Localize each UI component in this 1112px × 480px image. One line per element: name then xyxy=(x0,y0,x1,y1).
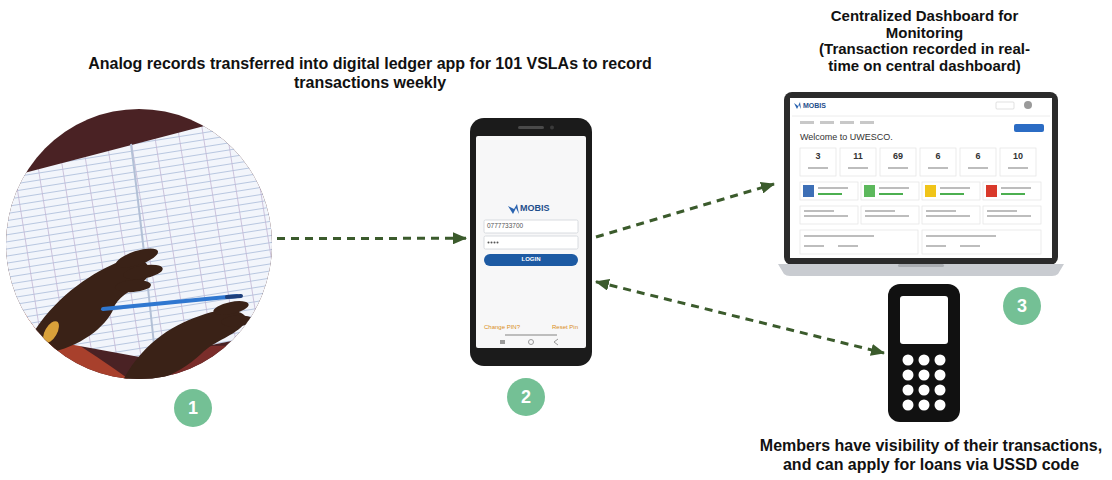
callout-number: 2 xyxy=(507,378,545,416)
callout-number: 3 xyxy=(1003,287,1041,325)
stat-number: 6 xyxy=(920,151,956,161)
link-text: Change PIN? xyxy=(484,324,529,331)
dashboard-node: Centralized Dashboard for Monitoring(Tra… xyxy=(778,92,1064,276)
screen-text: Welcome to UWESCO. xyxy=(800,132,950,142)
heading-text: Centralized Dashboard for Monitoring xyxy=(812,8,1037,41)
heading-text: Analog records transferred into digital … xyxy=(70,54,670,92)
input-text: 0777733700 xyxy=(487,222,567,229)
laptop-dashboard xyxy=(778,92,1064,276)
heading-text: (Transaction recorded in real-time on ce… xyxy=(812,41,1037,74)
dashed-arrow xyxy=(596,282,884,353)
logo-text: MOBIS xyxy=(520,203,570,213)
mobile-app-node: MOBIS 0777733700LOGIN Change PIN? Reset Pin xyxy=(470,118,592,366)
callout-number: 1 xyxy=(174,389,212,427)
stat-number: 10 xyxy=(1000,151,1036,161)
dashed-arrow xyxy=(277,237,466,240)
caption-text: Members have visibility of their transac… xyxy=(756,436,1106,474)
stat-number: 69 xyxy=(880,151,916,161)
ledger-photo-content xyxy=(5,108,273,380)
ledger-node: Analog records transferred into digital … xyxy=(5,108,273,380)
feature-phone xyxy=(888,284,960,422)
stat-number: 6 xyxy=(960,151,996,161)
stat-number: 11 xyxy=(840,151,876,161)
logo-text: MOBIS xyxy=(803,102,843,110)
dashed-arrow xyxy=(596,184,774,237)
ledger-photo xyxy=(5,108,273,380)
stat-number: 3 xyxy=(800,151,836,161)
link-text: Reset Pin xyxy=(540,324,578,331)
feature-phone-node: Members have visibility of their transac… xyxy=(888,284,960,422)
button-text: LOGIN xyxy=(484,256,578,263)
